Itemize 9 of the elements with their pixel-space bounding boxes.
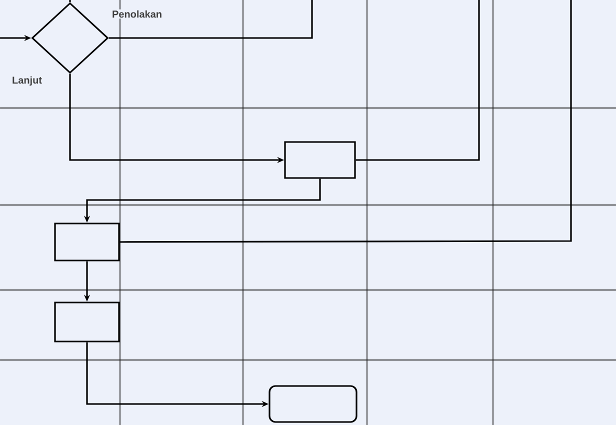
connector-line (356, 0, 480, 161)
connector-line (120, 0, 572, 243)
connector-line (69, 0, 71, 2)
connector-line (108, 0, 313, 39)
terminal-box (268, 385, 358, 423)
edge-label: Lanjut (11, 75, 43, 87)
process-box (284, 141, 356, 179)
process-box (54, 222, 120, 262)
process-box (54, 302, 120, 342)
